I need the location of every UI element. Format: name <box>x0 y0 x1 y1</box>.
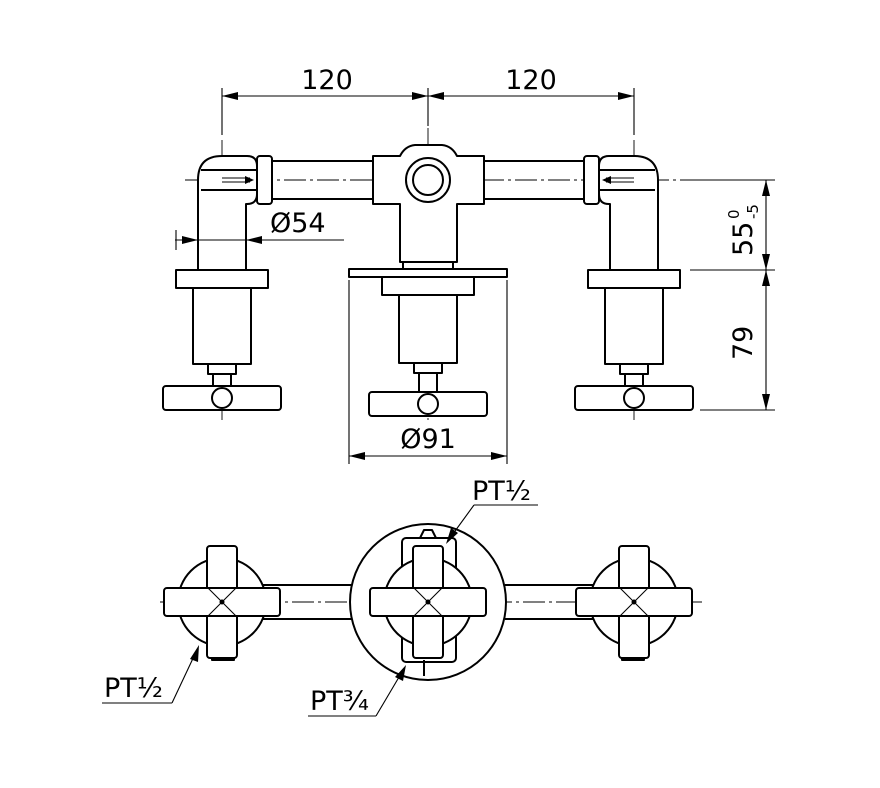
top-center-rosette <box>349 523 507 681</box>
thread-label-center: PT¾ <box>310 686 369 717</box>
dimension-vertical <box>690 179 775 411</box>
top-pipe-right <box>505 584 594 620</box>
dimension-center-diameter-label: Ø91 <box>400 424 456 455</box>
front-view: 120 120 Ø54 Ø91 5 <box>162 65 775 464</box>
dimension-spacing-left-label: 120 <box>301 65 353 96</box>
leader-center-thread <box>308 665 406 717</box>
top-right-handle <box>575 545 693 661</box>
connecting-pipe-left <box>256 155 375 205</box>
top-view: PT½ PT½ PT¾ <box>102 476 702 717</box>
dimension-side-diameter <box>175 230 344 250</box>
dimension-spacing <box>221 88 635 135</box>
left-valve-body <box>162 155 282 411</box>
dimension-spacing-right-label: 120 <box>505 65 557 96</box>
top-left-handle <box>163 545 281 661</box>
dimension-height-upper-label: 55 <box>728 222 759 256</box>
leader-left-thread <box>102 645 199 704</box>
center-valve-body <box>348 144 508 417</box>
dimension-center-diameter <box>348 280 508 464</box>
dimension-tolerance-lower: -5 <box>744 204 762 219</box>
leader-top-thread <box>446 504 538 544</box>
top-pipe-left <box>262 584 352 620</box>
dimension-tolerance-upper: 0 <box>725 209 743 219</box>
thread-label-top: PT½ <box>472 476 531 507</box>
thread-label-left: PT½ <box>104 673 163 704</box>
right-valve-body <box>574 155 694 411</box>
dimension-height-lower-label: 79 <box>728 326 759 360</box>
dimension-side-diameter-label: Ø54 <box>270 208 326 239</box>
